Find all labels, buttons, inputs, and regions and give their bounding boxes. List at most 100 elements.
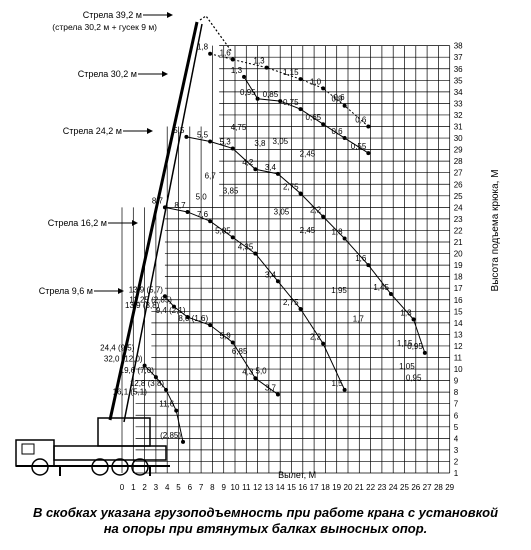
y-tick-label: 18 bbox=[454, 273, 463, 282]
x-tick-label: 12 bbox=[253, 483, 262, 492]
data-label: 0,9 bbox=[331, 95, 343, 104]
chart-grid bbox=[121, 45, 451, 474]
boom-label: Стрела 30,2 м bbox=[78, 69, 137, 79]
y-tick-label: 38 bbox=[454, 42, 463, 51]
y-tick-label: 28 bbox=[454, 157, 463, 166]
data-point bbox=[253, 167, 258, 172]
series-line bbox=[164, 206, 346, 391]
data-point bbox=[275, 279, 280, 284]
data-point bbox=[153, 375, 158, 380]
y-tick-label: 6 bbox=[454, 411, 459, 420]
data-point bbox=[366, 263, 371, 268]
x-tick-label: 27 bbox=[423, 483, 432, 492]
data-label: 3,05 bbox=[274, 207, 290, 216]
data-point bbox=[171, 304, 176, 309]
data-point bbox=[422, 350, 427, 355]
x-tick-label: 29 bbox=[445, 483, 454, 492]
data-point bbox=[208, 139, 213, 144]
boom-edge bbox=[123, 23, 203, 423]
data-label: 3,8 bbox=[254, 139, 266, 148]
data-label: 8,0 (1,6) bbox=[178, 314, 208, 323]
data-label: 5,0 bbox=[256, 367, 268, 376]
data-label: 1,6 bbox=[220, 49, 232, 58]
y-tick-label: 7 bbox=[454, 400, 459, 409]
data-point bbox=[230, 340, 235, 345]
data-point bbox=[208, 219, 213, 224]
data-label: (2,85) bbox=[160, 431, 181, 440]
data-label: 9,4 (2,1) bbox=[156, 306, 186, 315]
y-tick-label: 34 bbox=[454, 88, 463, 97]
y-tick-label: 8 bbox=[454, 388, 459, 397]
y-tick-label: 12 bbox=[454, 342, 463, 351]
data-label: 5,5 bbox=[173, 126, 185, 135]
data-label: 8,7 bbox=[174, 201, 186, 210]
series-line bbox=[210, 53, 369, 127]
data-label: 2,45 bbox=[300, 150, 316, 159]
wheel bbox=[131, 458, 149, 476]
data-point bbox=[181, 439, 186, 444]
y-tick-label: 24 bbox=[454, 203, 463, 212]
y-tick-label: 19 bbox=[454, 261, 463, 270]
data-point bbox=[298, 107, 303, 112]
data-point bbox=[321, 214, 326, 219]
data-point bbox=[298, 191, 303, 196]
data-point bbox=[366, 124, 371, 129]
x-tick-label: 26 bbox=[411, 483, 420, 492]
data-label: 2,2 bbox=[310, 206, 322, 215]
y-tick-label: 11 bbox=[454, 354, 463, 363]
y-tick-label: 10 bbox=[454, 365, 463, 374]
x-tick-label: 2 bbox=[142, 483, 147, 492]
data-point bbox=[411, 317, 416, 322]
y-tick-label: 2 bbox=[454, 457, 459, 466]
data-point bbox=[185, 209, 190, 214]
data-point bbox=[298, 77, 303, 82]
data-label: 3,7 bbox=[265, 383, 277, 392]
data-label: 0,55 bbox=[351, 142, 367, 151]
data-point bbox=[275, 392, 280, 397]
boom-label: Стрела 9,6 м bbox=[39, 286, 93, 296]
caption-line-1: В скобках указана грузоподъемность при р… bbox=[32, 505, 499, 520]
y-tick-label: 26 bbox=[454, 180, 463, 189]
data-label: 3,05 bbox=[273, 137, 289, 146]
data-label: 6,7 bbox=[205, 171, 217, 180]
boom-arrowhead bbox=[167, 12, 173, 18]
data-point bbox=[298, 306, 303, 311]
data-point bbox=[142, 363, 147, 368]
data-label: 0,95 bbox=[406, 374, 422, 383]
x-tick-label: 1 bbox=[131, 483, 136, 492]
data-label: 1,95 bbox=[331, 286, 347, 295]
boom-label: Стрела 39,2 м bbox=[83, 10, 142, 20]
boom-arrowhead bbox=[132, 220, 138, 226]
x-tick-label: 25 bbox=[400, 483, 409, 492]
caption-line-2: на опоры при втянутых балках выносных оп… bbox=[103, 521, 428, 536]
data-point bbox=[242, 74, 247, 79]
data-label: 0,95 bbox=[240, 88, 256, 97]
data-label: 5,0 bbox=[196, 192, 208, 201]
y-tick-label: 21 bbox=[454, 238, 463, 247]
y-tick-label: 20 bbox=[454, 250, 463, 259]
data-point bbox=[342, 136, 347, 141]
data-label: 16,1 (5,1) bbox=[113, 387, 148, 396]
data-label: 0,85 bbox=[263, 90, 279, 99]
data-label: 4,75 bbox=[231, 123, 247, 132]
boom-arrowhead bbox=[162, 71, 168, 77]
data-label: 12,8 (3,8) bbox=[130, 379, 165, 388]
x-tick-label: 15 bbox=[287, 483, 296, 492]
y-tick-label: 25 bbox=[454, 192, 463, 201]
boom-labels: Стрела 39,2 м(стрела 30,2 м + гусек 9 м)… bbox=[39, 10, 173, 296]
boom-main bbox=[108, 21, 199, 421]
data-label: 1,5 bbox=[331, 379, 343, 388]
data-label: 1,15 bbox=[283, 68, 299, 77]
data-label: 0,6 bbox=[331, 127, 343, 136]
y-tick-label: 1 bbox=[454, 469, 459, 478]
x-tick-label: 8 bbox=[210, 483, 215, 492]
data-label: 1,7 bbox=[353, 315, 365, 324]
data-label: 3,4 bbox=[265, 270, 277, 279]
data-label: 3,85 bbox=[223, 186, 239, 195]
data-point bbox=[162, 294, 167, 299]
data-label: 2,75 bbox=[283, 182, 299, 191]
data-point bbox=[185, 315, 190, 320]
data-point bbox=[278, 99, 283, 104]
